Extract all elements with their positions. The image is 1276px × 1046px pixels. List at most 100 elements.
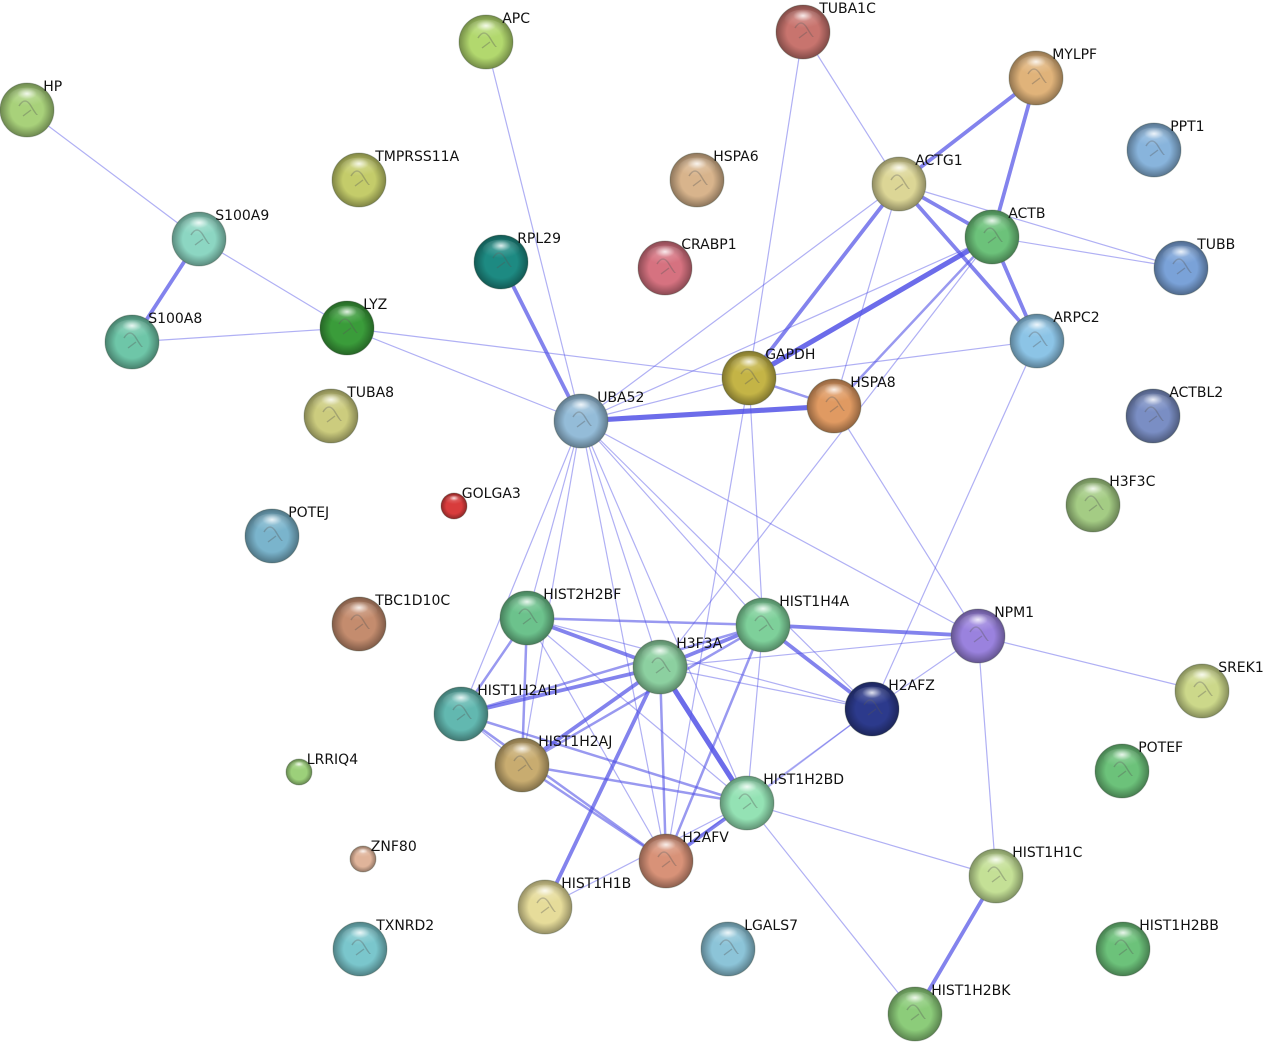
node-hspa8[interactable]: HSPA8 (806, 375, 896, 434)
edge-hist1h4a-hist1h2bd (746, 624, 764, 804)
node-s100a8[interactable]: S100A8 (104, 311, 202, 370)
node-hist2h2bf[interactable]: HIST2H2BF (499, 587, 621, 646)
node-highlight (503, 742, 541, 764)
node-tubb[interactable]: TUBB (1153, 237, 1235, 296)
edge-s100a9-lyz (198, 238, 348, 329)
node-label: H2AFZ (888, 678, 935, 694)
edge-hist1h2bd-hist1h2bk (746, 802, 916, 1015)
edge-npm1-hist1h1c (977, 635, 997, 877)
node-label: LRRIQ4 (307, 752, 358, 768)
node-hist1h2bk[interactable]: HIST1H2BK (887, 983, 1011, 1042)
node-lgals7[interactable]: LGALS7 (700, 918, 798, 977)
edge-hp-s100a9 (26, 109, 200, 240)
node-actbl2[interactable]: ACTBL2 (1125, 385, 1223, 444)
node-lrriq4[interactable]: LRRIQ4 (285, 752, 358, 786)
edge-hist1h4a-hist1h2aj (520, 623, 765, 767)
node-highlight (113, 319, 151, 341)
edge-mylpf-actb (990, 76, 1038, 239)
node-actb[interactable]: ACTB (964, 206, 1045, 265)
node-znf80[interactable]: ZNF80 (349, 839, 417, 873)
edge-actb-hspa8 (832, 235, 994, 408)
node-tuba1c[interactable]: TUBA1C (775, 1, 876, 60)
edge-h3f3a-h2afv (658, 665, 668, 863)
node-highlight (1135, 127, 1173, 149)
node-hist1h4a[interactable]: HIST1H4A (735, 594, 850, 653)
edge-uba52-npm1 (580, 420, 979, 637)
node-potej[interactable]: POTEJ (244, 505, 329, 564)
node-ppt1[interactable]: PPT1 (1126, 119, 1205, 178)
node-highlight (442, 691, 480, 713)
node-highlight (730, 355, 768, 377)
node-highlight (977, 853, 1015, 875)
node-label: HSPA6 (713, 149, 759, 165)
node-highlight (467, 19, 505, 41)
edge-h3f3a-hist1h2aj (520, 665, 662, 767)
node-lyz[interactable]: LYZ (319, 297, 387, 356)
node-h3f3a[interactable]: H3F3A (632, 636, 723, 695)
node-hist1h1b[interactable]: HIST1H1B (517, 876, 631, 935)
node-arpc2[interactable]: ARPC2 (1009, 310, 1100, 369)
node-txnrd2[interactable]: TXNRD2 (332, 918, 434, 977)
node-highlight (815, 383, 853, 405)
node-highlight (1162, 245, 1200, 267)
node-label: TBC1D10C (374, 593, 450, 609)
edge-uba52-h3f3a (580, 420, 661, 668)
node-hist1h2bb[interactable]: HIST1H2BB (1095, 918, 1219, 977)
node-tmprss11a[interactable]: TMPRSS11A (331, 149, 460, 208)
node-label: HIST1H2BK (931, 983, 1011, 999)
node-rpl29[interactable]: RPL29 (473, 231, 561, 290)
node-highlight (973, 214, 1011, 236)
node-highlight (290, 761, 308, 772)
node-highlight (445, 495, 463, 506)
node-tbc1d10c[interactable]: TBC1D10C (331, 593, 450, 652)
edge-hist1h4a-hist1h2ah (459, 623, 765, 716)
node-mylpf[interactable]: MYLPF (1008, 47, 1097, 106)
node-highlight (482, 239, 520, 261)
node-label: POTEJ (288, 505, 329, 521)
node-label: RPL29 (517, 231, 561, 247)
node-highlight (678, 157, 716, 179)
edge-mylpf-actg1 (897, 76, 1038, 186)
node-srek1[interactable]: SREK1 (1174, 660, 1264, 719)
node-label: HIST1H2BD (763, 772, 844, 788)
edge-hspa8-npm1 (833, 405, 979, 637)
node-highlight (1074, 482, 1112, 504)
node-label: MYLPF (1052, 47, 1097, 63)
node-uba52[interactable]: UBA52 (553, 390, 644, 449)
node-label: GOLGA3 (462, 486, 521, 502)
node-potef[interactable]: POTEF (1094, 740, 1183, 799)
node-s100a9[interactable]: S100A9 (171, 208, 269, 267)
edge-npm1-h3f3a (659, 635, 979, 668)
edge-actb-tubb (991, 236, 1182, 269)
node-highlight (646, 245, 684, 267)
node-apc[interactable]: APC (458, 11, 530, 70)
node-h2afz[interactable]: H2AFZ (844, 678, 935, 737)
node-highlight (8, 87, 46, 109)
node-hist1h2bd[interactable]: HIST1H2BD (719, 772, 844, 831)
node-hist1h2aj[interactable]: HIST1H2AJ (494, 734, 612, 793)
node-label: CRABP1 (681, 237, 736, 253)
edge-actg1-gapdh (747, 182, 901, 380)
node-label: H3F3A (676, 636, 722, 652)
node-h3f3c[interactable]: H3F3C (1065, 474, 1156, 533)
node-actg1[interactable]: ACTG1 (871, 153, 963, 212)
node-npm1[interactable]: NPM1 (950, 605, 1034, 664)
node-hist1h1c[interactable]: HIST1H1C (968, 845, 1083, 904)
edge-hist1h2ah-hist1h2bd (459, 712, 749, 805)
edge-actg1-tubb (898, 183, 1182, 269)
node-golga3[interactable]: GOLGA3 (440, 486, 521, 520)
node-highlight (1183, 668, 1221, 690)
node-highlight (1104, 926, 1142, 948)
node-label: ARPC2 (1053, 310, 1099, 326)
node-hist1h2ah[interactable]: HIST1H2AH (433, 683, 558, 742)
node-gapdh[interactable]: GAPDH (721, 347, 815, 406)
node-label: APC (502, 11, 530, 27)
node-crabp1[interactable]: CRABP1 (637, 237, 737, 296)
edge-actb-gapdh (746, 234, 995, 381)
node-h2afv[interactable]: H2AFV (638, 830, 729, 889)
node-hspa6[interactable]: HSPA6 (669, 149, 759, 208)
edge-actb-h3f3a (659, 236, 993, 668)
node-highlight (1017, 55, 1055, 77)
node-hp[interactable]: HP (0, 79, 62, 138)
node-tuba8[interactable]: TUBA8 (303, 385, 394, 444)
